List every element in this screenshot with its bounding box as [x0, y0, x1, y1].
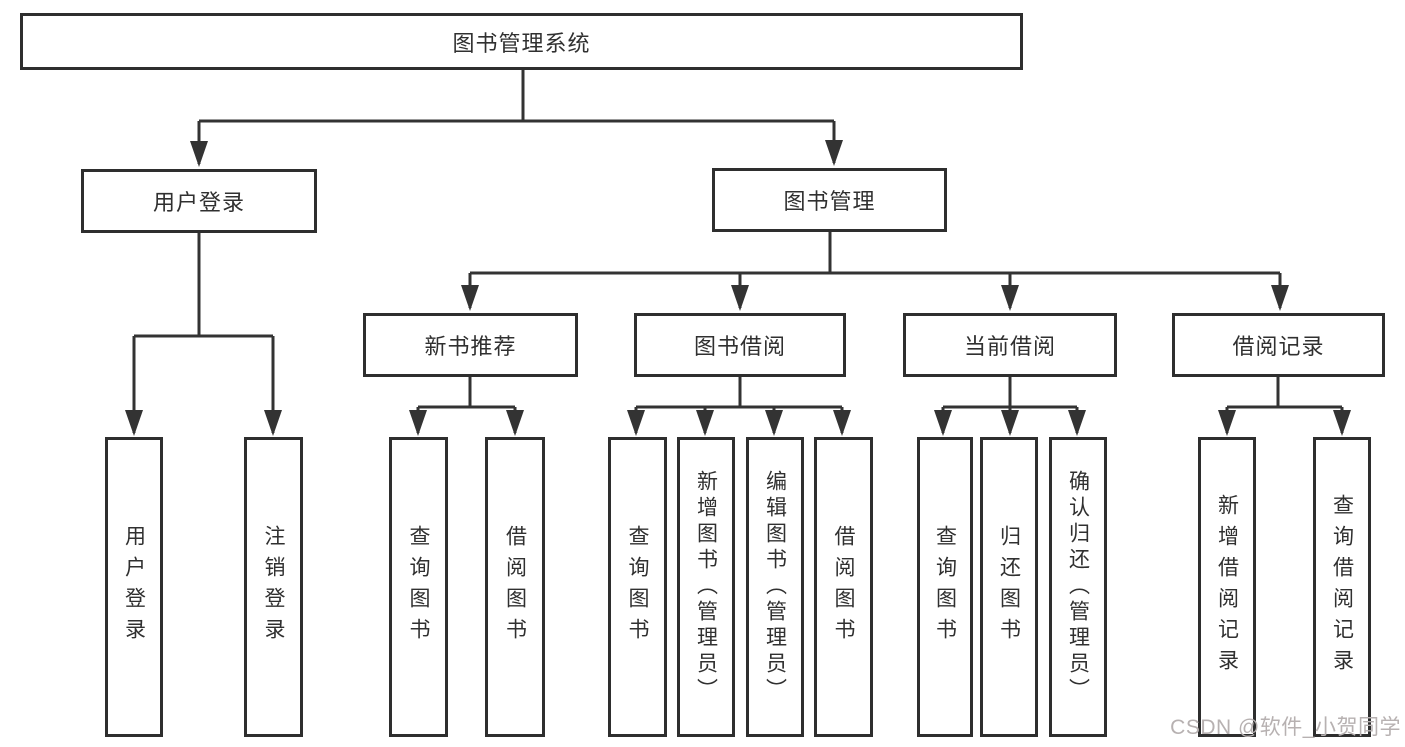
leaf-add-book-admin-label: 新增图书（管理员） [694, 470, 718, 704]
leaf-query-borrow-record-label: 查询借阅记录 [1330, 494, 1354, 680]
node-user-login: 用户登录 [81, 169, 317, 233]
leaf-add-book-admin: 新增图书（管理员） [677, 437, 735, 737]
leaf-borrow-books-recommend-label: 借阅图书 [503, 525, 527, 649]
leaf-query-books-current: 查询图书 [917, 437, 973, 737]
leaf-add-borrow-record-label: 新增借阅记录 [1215, 494, 1239, 680]
node-borrow-records: 借阅记录 [1172, 313, 1385, 377]
node-book-management-label: 图书管理 [783, 189, 876, 214]
leaf-query-borrow-record: 查询借阅记录 [1313, 437, 1371, 737]
leaf-add-borrow-record: 新增借阅记录 [1198, 437, 1256, 737]
node-new-book-recommend-label: 新书推荐 [424, 334, 517, 359]
leaf-logout-label: 注销登录 [262, 525, 285, 649]
node-root-label: 图书管理系统 [452, 30, 591, 56]
leaf-edit-book-admin-label: 编辑图书（管理员） [763, 470, 787, 704]
node-current-borrow: 当前借阅 [903, 313, 1117, 377]
node-book-borrow: 图书借阅 [634, 313, 846, 377]
node-borrow-records-label: 借阅记录 [1232, 334, 1325, 359]
leaf-query-books-recommend-label: 查询图书 [407, 525, 430, 649]
leaf-query-books-borrow-label: 查询图书 [626, 525, 649, 649]
leaf-borrow-books-recommend: 借阅图书 [485, 437, 545, 737]
node-new-book-recommend: 新书推荐 [363, 313, 578, 377]
leaf-query-books-borrow: 查询图书 [608, 437, 667, 737]
node-root: 图书管理系统 [20, 13, 1023, 70]
leaf-return-book-label: 归还图书 [997, 525, 1021, 649]
leaf-borrow-books: 借阅图书 [814, 437, 873, 737]
leaf-logout: 注销登录 [244, 437, 303, 737]
leaf-confirm-return-admin-label: 确认归还（管理员） [1066, 470, 1090, 704]
leaf-edit-book-admin: 编辑图书（管理员） [746, 437, 804, 737]
leaf-query-books-recommend: 查询图书 [389, 437, 448, 737]
node-current-borrow-label: 当前借阅 [963, 334, 1056, 359]
leaf-query-books-current-label: 查询图书 [933, 525, 957, 649]
leaf-user-login: 用户登录 [105, 437, 163, 737]
node-user-login-label: 用户登录 [152, 190, 245, 215]
node-book-management: 图书管理 [712, 168, 947, 232]
csdn-watermark: CSDN @软件_小贺同学 [1170, 716, 1401, 739]
node-book-borrow-label: 图书借阅 [693, 334, 786, 359]
leaf-user-login-label: 用户登录 [122, 525, 146, 649]
leaf-return-book: 归还图书 [980, 437, 1038, 737]
leaf-confirm-return-admin: 确认归还（管理员） [1049, 437, 1107, 737]
leaf-borrow-books-label: 借阅图书 [832, 525, 855, 649]
